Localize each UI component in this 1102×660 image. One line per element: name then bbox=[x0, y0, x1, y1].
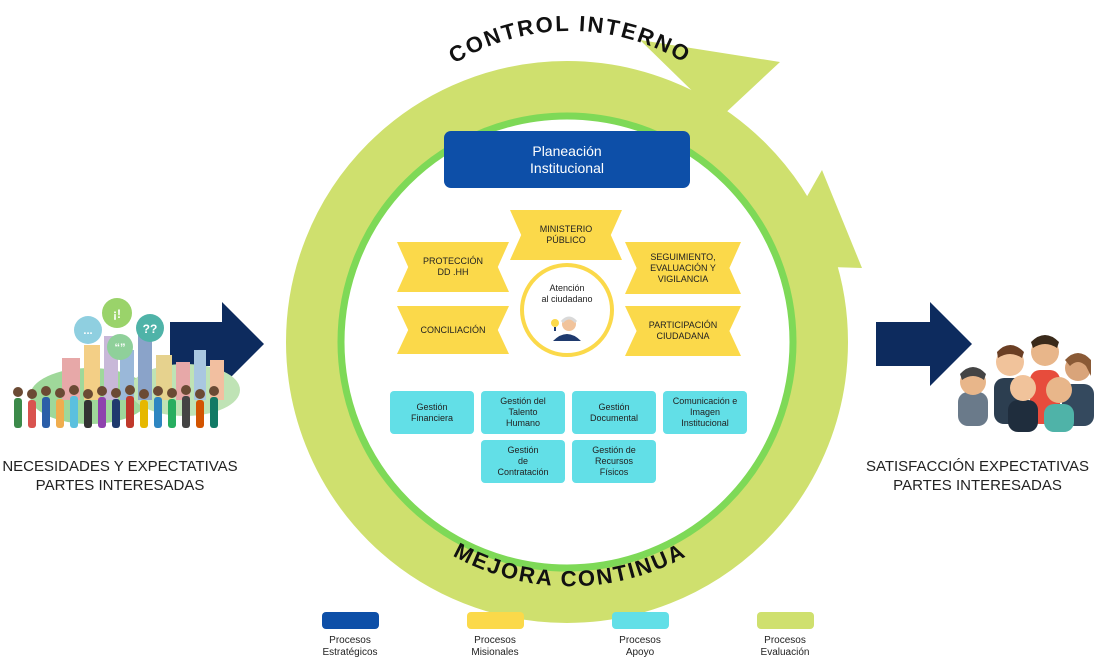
participacion-ciudadana-banner: PARTICIPACIÓN CIUDADANA bbox=[625, 306, 741, 356]
financiera-line2: Financiera bbox=[410, 412, 454, 423]
proteccion-line2: DD .HH bbox=[437, 267, 469, 277]
satisfaction-label: SATISFACCIÓN EXPECTATIVAS PARTES INTERES… bbox=[855, 457, 1100, 495]
atencion-line2: al ciudadano bbox=[541, 294, 593, 304]
citizen-icon bbox=[551, 316, 581, 341]
seguimiento-line1: SEGUIMIENTO, bbox=[650, 251, 716, 262]
contratacion-line1: Gestión bbox=[507, 445, 539, 455]
comunicacion-line1: Comunicación e bbox=[672, 396, 738, 406]
gestion-contratacion-box: Gestión de Contratación bbox=[481, 440, 565, 483]
legend-label-evaluacion: Procesos Evaluación bbox=[735, 635, 835, 659]
planeacion-line1: Planeación bbox=[532, 142, 602, 159]
participacion-line1: PARTICIPACIÓN bbox=[648, 320, 718, 330]
participacion-line2: CIUDADANA bbox=[656, 331, 710, 341]
seguimiento-line3: VIGILANCIA bbox=[657, 273, 709, 284]
satisfaction-label-line1: SATISFACCIÓN EXPECTATIVAS bbox=[865, 458, 1090, 475]
legend-apoyo-line1: Procesos bbox=[619, 635, 661, 646]
needs-label-line2: PARTES INTERESADAS bbox=[35, 477, 205, 494]
satisfaction-label-line2: PARTES INTERESADAS bbox=[893, 477, 1062, 494]
gestion-talento-humano-box: Gestión del Talento Humano bbox=[481, 391, 565, 434]
conciliacion-line1: CONCILIACIÓN bbox=[420, 324, 486, 335]
bubble-2: ¡! bbox=[113, 307, 121, 321]
control-interno-label: CONTROL INTERNO bbox=[444, 11, 695, 68]
bubble-1: ... bbox=[83, 325, 92, 337]
proteccion-line1: PROTECCIÓN bbox=[422, 256, 483, 266]
bubble-3: “” bbox=[115, 342, 126, 354]
ministerio-publico-banner: MINISTERIO PÚBLICO bbox=[510, 210, 622, 260]
documental-line1: Gestión bbox=[598, 401, 630, 412]
legend-estrategicos-line2: Estratégicos bbox=[322, 647, 378, 658]
conciliacion-banner: CONCILIACIÓN bbox=[397, 306, 509, 354]
legend-swatch-misionales bbox=[467, 612, 524, 629]
gestion-recursos-fisicos-box: Gestión de Recursos Físicos bbox=[572, 440, 656, 483]
recursos-line3: Físicos bbox=[599, 467, 629, 477]
seguimiento-banner: SEGUIMIENTO, EVALUACIÓN Y VIGILANCIA bbox=[625, 242, 741, 294]
comunicacion-line2: Imagen bbox=[689, 407, 721, 417]
comunicacion-imagen-box: Comunicación e Imagen Institucional bbox=[663, 391, 747, 434]
city-people-illustration bbox=[13, 330, 240, 428]
atencion-ciudadano-circle: Atención al ciudadano bbox=[520, 263, 614, 357]
talento-line2: Talento bbox=[508, 407, 538, 417]
legend-label-apoyo: Procesos Apoyo bbox=[590, 635, 690, 659]
recursos-line1: Gestión de bbox=[592, 445, 636, 455]
planeacion-institucional-box: Planeación Institucional bbox=[444, 131, 690, 188]
gestion-financiera-box: Gestión Financiera bbox=[390, 391, 474, 434]
legend-swatch-estrategicos bbox=[322, 612, 379, 629]
contratacion-line2: de bbox=[517, 456, 528, 466]
financiera-line1: Gestión bbox=[416, 401, 448, 412]
bubble-4: ?? bbox=[143, 322, 158, 336]
legend-evaluacion-line1: Procesos bbox=[764, 635, 806, 646]
seguimiento-line2: EVALUACIÓN Y bbox=[650, 262, 716, 273]
gestion-documental-box: Gestión Documental bbox=[572, 391, 656, 434]
talento-line1: Gestión del bbox=[500, 396, 546, 406]
legend-swatch-apoyo bbox=[612, 612, 669, 629]
needs-label: NECESIDADES Y EXPECTATIVAS PARTES INTERE… bbox=[0, 457, 240, 495]
ring-arrow-right bbox=[768, 170, 862, 268]
needs-label-line1: NECESIDADES Y EXPECTATIVAS bbox=[2, 458, 238, 475]
ministerio-line1: MINISTERIO bbox=[539, 224, 593, 234]
documental-line2: Documental bbox=[589, 412, 639, 423]
legend-misionales-line1: Procesos bbox=[474, 635, 516, 646]
legend-evaluacion-line2: Evaluación bbox=[760, 647, 810, 658]
control-ring bbox=[286, 61, 848, 623]
ministerio-line2: PÚBLICO bbox=[546, 235, 586, 245]
legend-misionales-line2: Misionales bbox=[471, 647, 519, 658]
legend-apoyo-line2: Apoyo bbox=[625, 647, 655, 658]
contratacion-line3: Contratación bbox=[497, 467, 549, 477]
proteccion-ddhh-banner: PROTECCIÓN DD .HH bbox=[397, 242, 509, 292]
satisfied-people-illustration bbox=[958, 335, 1094, 432]
ring-arrow-top bbox=[640, 40, 780, 118]
comunicacion-line3: Institucional bbox=[681, 418, 729, 428]
atencion-line1: Atención bbox=[549, 283, 585, 293]
legend-label-misionales: Procesos Misionales bbox=[445, 635, 545, 659]
recursos-line2: Recursos bbox=[594, 456, 633, 466]
speech-bubbles bbox=[74, 298, 164, 360]
legend-estrategicos-line1: Procesos bbox=[329, 635, 371, 646]
legend-label-estrategicos: Procesos Estratégicos bbox=[300, 635, 400, 659]
talento-line3: Humano bbox=[505, 418, 541, 428]
planeacion-line2: Institucional bbox=[530, 159, 604, 176]
legend-swatch-evaluacion bbox=[757, 612, 814, 629]
output-arrow bbox=[876, 302, 972, 386]
